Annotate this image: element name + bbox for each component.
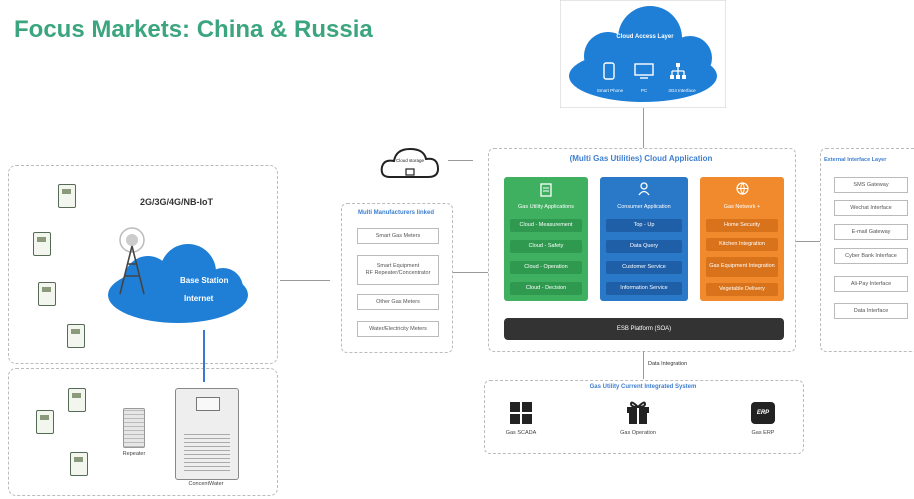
- base-station-cloud-icon: [108, 244, 248, 323]
- antenna-tower-icon: [119, 227, 145, 295]
- column-header: Consumer Application: [617, 204, 671, 210]
- gas-meter-icon: [58, 184, 76, 208]
- integrated-item-label: Gas SCADA: [505, 430, 537, 436]
- column-item: Vegetable Delivery: [706, 283, 778, 296]
- cloud-storage-icon: [380, 147, 440, 178]
- external-interface-title: External Interface Layer: [824, 157, 887, 163]
- integrated-system-title: Gas Utility Current Integrated System: [589, 384, 697, 390]
- cloud-access-item: Smart Phone: [596, 88, 624, 93]
- esb-platform-label: ESB Platform (SOA): [616, 326, 672, 332]
- gas-meter-icon: [36, 410, 54, 434]
- document-icon: [540, 183, 552, 197]
- gas-network-column: Gas Network + Home Security Kitchen Inte…: [700, 177, 784, 301]
- cloud-access-item: 3G4 Interface: [668, 88, 696, 93]
- network-icon: [670, 63, 686, 79]
- external-item: E-mail Gateway: [834, 224, 908, 240]
- manufacturer-item: Water/Electricity Meters: [357, 321, 439, 337]
- external-item: Cyber Bank Interface: [834, 248, 908, 264]
- column-header: Gas Network +: [723, 204, 761, 210]
- gas-utility-column: Gas Utility Applications Cloud - Measure…: [504, 177, 588, 301]
- cloud-access-title: Cloud Access Layer: [616, 34, 674, 40]
- external-item: Data Interface: [834, 303, 908, 319]
- manufacturer-item: Other Gas Meters: [357, 294, 439, 310]
- grid-icon: [510, 402, 532, 424]
- page-title: Focus Markets: China & Russia: [14, 16, 373, 43]
- connector-line: [448, 160, 473, 161]
- gas-meter-icon: [67, 324, 85, 348]
- external-item: Wechat Interface: [834, 200, 908, 216]
- cloud-access-item: PC: [640, 88, 648, 93]
- concentrator-label: ConcentWater: [188, 481, 224, 487]
- column-item: Customer Service: [606, 261, 682, 274]
- column-item: Home Security: [706, 219, 778, 232]
- globe-icon: [736, 182, 749, 195]
- column-item: Gas Equipment Integration: [706, 257, 778, 277]
- column-item: Cloud - Measurement: [510, 219, 582, 232]
- pc-icon: [634, 63, 654, 79]
- concentrator-icon: [175, 388, 239, 480]
- base-station-label: Base Station: [180, 276, 229, 285]
- connector-line: [643, 351, 644, 379]
- network-tech-label: 2G/3G/4G/NB-IoT: [140, 197, 214, 207]
- data-integration-label: Data Integration: [648, 361, 688, 367]
- gas-meter-icon: [68, 388, 86, 412]
- erp-badge: ERP: [756, 410, 770, 416]
- column-item: Cloud - Safety: [510, 240, 582, 253]
- column-item: Cloud - Operation: [510, 261, 582, 274]
- repeater-icon: [123, 408, 145, 448]
- column-item: Kitchen Integration: [706, 238, 778, 251]
- cloud-app-title: (Multi Gas Utilities) Cloud Application: [569, 154, 713, 163]
- gas-meter-icon: [38, 282, 56, 306]
- connector-line: [643, 108, 644, 148]
- esb-platform-bar: ESB Platform (SOA): [504, 318, 784, 340]
- column-item: Cloud - Decision: [510, 282, 582, 295]
- external-item: SMS Gateway: [834, 177, 908, 193]
- gas-meter-icon: [33, 232, 51, 256]
- vertical-link-line: [203, 330, 205, 382]
- manufacturer-item: Smart Gas Meters: [357, 228, 439, 244]
- repeater-label: Repeater: [122, 451, 146, 457]
- column-item: Top - Up: [606, 219, 682, 232]
- connector-line: [280, 280, 330, 281]
- internet-label: Internet: [184, 294, 214, 303]
- integrated-item-label: Gas ERP: [751, 430, 775, 436]
- gas-meter-icon: [70, 452, 88, 476]
- gift-icon: [627, 401, 649, 424]
- connector-line: [796, 241, 820, 242]
- column-item: Data Query: [606, 240, 682, 253]
- erp-icon: ERP: [751, 402, 775, 424]
- column-header: Gas Utility Applications: [518, 204, 574, 210]
- phone-icon: [603, 62, 615, 80]
- connector-line: [453, 272, 488, 273]
- external-item: Ali-Pay Interface: [834, 276, 908, 292]
- manufacturer-item: Smart Equipment RF Repeater/Concentrator: [357, 255, 439, 285]
- manufacturers-title: Multi Manufacturers linked: [357, 210, 434, 216]
- column-item: Information Service: [606, 282, 682, 295]
- user-icon: [638, 182, 650, 196]
- integrated-item-label: Gas Operation: [620, 430, 656, 436]
- cloud-storage-label: Cloud storage: [395, 158, 425, 163]
- consumer-column: Consumer Application Top - Up Data Query…: [600, 177, 688, 301]
